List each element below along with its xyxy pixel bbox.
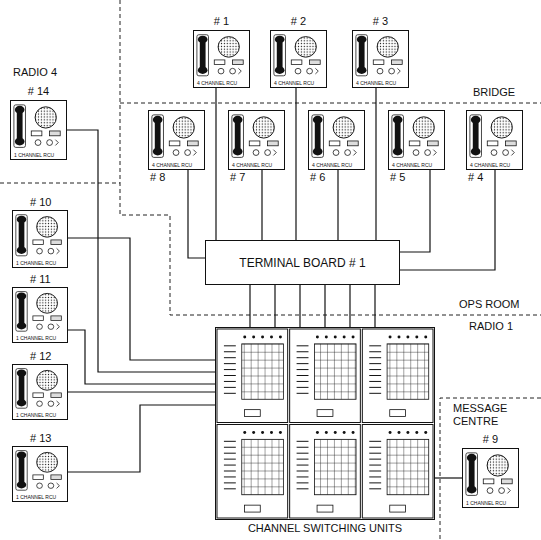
remote-control-unit: # 91 CHANNEL RCU: [462, 448, 519, 508]
area-label: RADIO 4: [12, 66, 58, 79]
remote-control-unit: # 111 CHANNEL RCU: [12, 287, 68, 343]
station-number: # 3: [372, 15, 389, 28]
unit-type: 4 CHANNEL RCU: [152, 162, 192, 168]
terminal-board: TERMINAL BOARD # 1: [205, 240, 400, 285]
signal-line: [349, 285, 350, 327]
channel-switching-units: CHANNEL SWITCHING UNITS: [215, 327, 435, 520]
telephone-unit: [13, 288, 67, 342]
telephone-unit: [463, 449, 518, 507]
unit-type: 4 CHANNEL RCU: [232, 162, 272, 168]
message-centre-boundary: [440, 398, 541, 540]
station-number: # 5: [389, 171, 406, 184]
signal-line: [274, 285, 275, 327]
station-number: # 9: [482, 433, 499, 446]
bridge-boundary: [120, 0, 541, 315]
remote-control-unit: # 64 CHANNEL RCU: [308, 110, 365, 170]
signal-line: [324, 285, 325, 327]
unit-type: 1 CHANNEL RCU: [14, 152, 54, 158]
telephone-unit: [13, 365, 67, 419]
remote-control-unit: # 44 CHANNEL RCU: [466, 110, 523, 170]
telephone-unit: [309, 111, 364, 169]
unit-type: 1 CHANNEL RCU: [16, 335, 56, 341]
remote-control-unit: # 24 CHANNEL RCU: [270, 30, 327, 88]
signal-line: [188, 170, 205, 258]
signal-line: [68, 405, 215, 472]
remote-control-unit: # 141 CHANNEL RCU: [10, 100, 67, 160]
switching-panels: [216, 328, 434, 519]
remote-control-unit: # 101 CHANNEL RCU: [12, 210, 68, 268]
station-number: # 1: [213, 15, 230, 28]
board-name: TERMINAL BOARD # 1: [233, 256, 371, 270]
telephone-unit: [149, 111, 204, 169]
telephone-unit: [13, 211, 67, 267]
unit-caption: CHANNEL SWITCHING UNITS: [247, 522, 403, 535]
remote-control-unit: # 74 CHANNEL RCU: [228, 110, 285, 170]
radio4-boundary: [0, 183, 120, 184]
remote-control-unit: # 84 CHANNEL RCU: [148, 110, 205, 170]
station-number: # 2: [290, 15, 307, 28]
station-number: # 14: [27, 85, 50, 98]
unit-type: 1 CHANNEL RCU: [16, 412, 56, 418]
telephone-unit: [389, 111, 444, 169]
signal-line: [374, 285, 375, 327]
area-label: RADIO 1: [468, 320, 514, 333]
station-number: # 11: [29, 273, 52, 286]
signal-line: [435, 477, 462, 478]
remote-control-unit: # 131 CHANNEL RCU: [12, 446, 68, 502]
station-number: # 7: [229, 171, 246, 184]
signal-line: [68, 238, 215, 360]
signal-line: [375, 88, 376, 240]
bridge-ops-boundary: [120, 103, 541, 104]
signal-line: [68, 391, 215, 392]
remote-control-unit: # 34 CHANNEL RCU: [352, 30, 409, 88]
signal-line: [215, 88, 216, 240]
unit-type: 4 CHANNEL RCU: [312, 162, 352, 168]
remote-control-unit: # 121 CHANNEL RCU: [12, 364, 68, 420]
telephone-unit: [194, 31, 249, 87]
station-number: # 8: [149, 171, 166, 184]
telephone-unit: [353, 31, 408, 87]
signal-line: [249, 285, 250, 327]
station-number: # 12: [29, 350, 52, 363]
station-number: # 4: [467, 171, 484, 184]
unit-type: 1 CHANNEL RCU: [16, 260, 56, 266]
station-number: # 10: [29, 196, 52, 209]
unit-type: 4 CHANNEL RCU: [356, 80, 396, 86]
unit-type: 4 CHANNEL RCU: [470, 162, 510, 168]
telephone-unit: [467, 111, 522, 169]
signal-line: [299, 285, 300, 327]
area-label: OPS ROOM: [458, 298, 521, 311]
unit-type: 1 CHANNEL RCU: [466, 500, 506, 506]
area-label: MESSAGE CENTRE: [452, 402, 520, 428]
remote-control-unit: # 54 CHANNEL RCU: [388, 110, 445, 170]
area-label: BRIDGE: [472, 86, 516, 99]
telephone-unit: [13, 447, 67, 501]
unit-type: 1 CHANNEL RCU: [16, 494, 56, 500]
signal-line: [295, 88, 296, 240]
unit-type: 4 CHANNEL RCU: [197, 80, 237, 86]
signal-line: [337, 170, 338, 240]
telephone-unit: [11, 101, 66, 159]
unit-type: 4 CHANNEL RCU: [392, 162, 432, 168]
remote-control-unit: # 14 CHANNEL RCU: [193, 30, 250, 88]
station-number: # 13: [29, 432, 52, 445]
signal-line: [400, 170, 495, 270]
telephone-unit: [229, 111, 284, 169]
station-number: # 6: [309, 171, 326, 184]
telephone-unit: [271, 31, 326, 87]
signal-line: [68, 330, 215, 384]
signal-line: [261, 170, 262, 240]
unit-type: 4 CHANNEL RCU: [274, 80, 314, 86]
